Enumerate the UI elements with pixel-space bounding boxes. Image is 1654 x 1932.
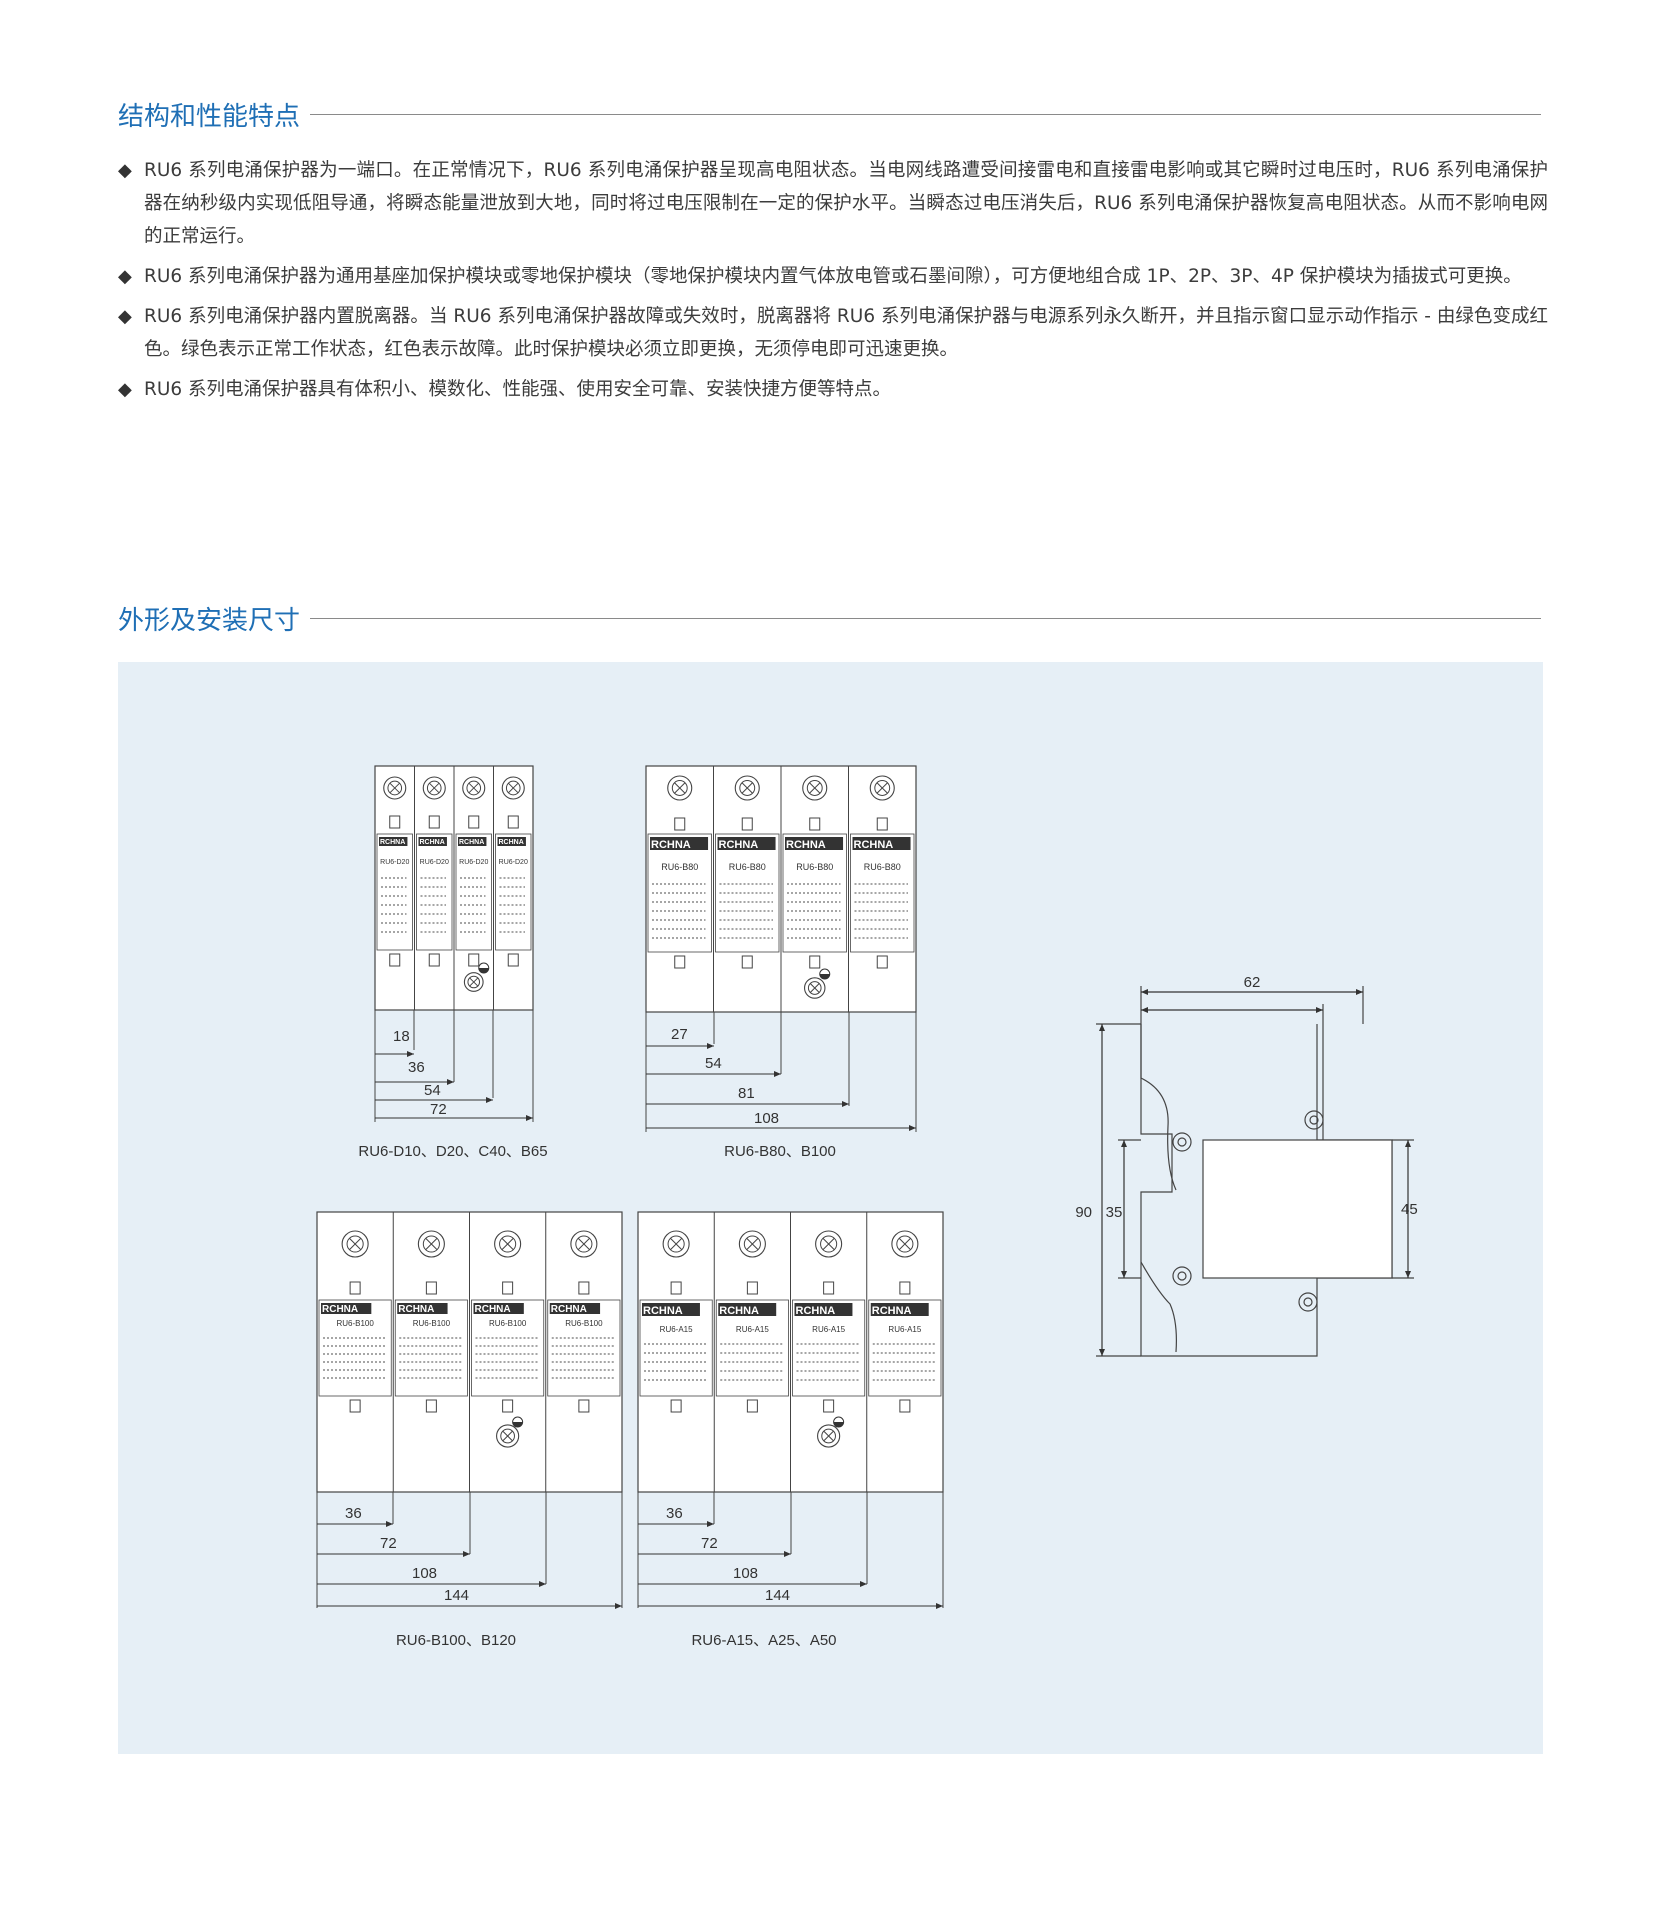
module: RCHNA RU6-B80 bbox=[848, 766, 915, 1012]
dim-label: 54 bbox=[705, 1055, 722, 1072]
dim-label: 72 bbox=[701, 1535, 718, 1552]
module: RCHNA RU6-A15 bbox=[713, 1212, 789, 1492]
svg-text:RCHNA: RCHNA bbox=[643, 1305, 683, 1317]
dim-label: 27 bbox=[671, 1026, 688, 1043]
dim-label: 36 bbox=[666, 1505, 683, 1522]
svg-text:RU6-B100: RU6-B100 bbox=[489, 1319, 527, 1328]
dim-label: 108 bbox=[412, 1565, 437, 1582]
diagram-caption: RU6-A15、A25、A50 bbox=[691, 1632, 836, 1649]
dim-label: 36 bbox=[408, 1059, 425, 1076]
dim-label: 54 bbox=[424, 1082, 441, 1099]
module: RCHNA RU6-A15 bbox=[866, 1212, 942, 1492]
feature-item: ◆ RU6 系列电涌保护器内置脱离器。当 RU6 系列电涌保护器故障或失效时，脱离… bbox=[118, 300, 1548, 366]
svg-text:RCHNA: RCHNA bbox=[459, 839, 484, 846]
module: RCHNA RU6-B100 bbox=[392, 1212, 468, 1492]
module: RCHNA RU6-B100 bbox=[318, 1230, 392, 1413]
diagram-caption: RU6-B80、B100 bbox=[724, 1143, 836, 1160]
diagram-ru6-b80: RCHNARU6-B80RCHNARU6-B80RCHNARU6-B80RCHN… bbox=[645, 765, 917, 1160]
dim-label: 35 bbox=[1106, 1204, 1123, 1221]
feature-text: RU6 系列电涌保护器为通用基座加保护模块或零地保护模块（零地保护模块内置气体放… bbox=[144, 266, 1522, 287]
diagram-ru6-a: RCHNARU6-A15RCHNARU6-A15RCHNARU6-A15RCHN… bbox=[637, 1211, 944, 1649]
svg-text:RU6-B100: RU6-B100 bbox=[413, 1319, 451, 1328]
module: RCHNA RU6-A15 bbox=[790, 1212, 866, 1492]
svg-text:RCHNA: RCHNA bbox=[499, 839, 524, 846]
svg-text:RU6-D20: RU6-D20 bbox=[420, 859, 449, 866]
module: RCHNA RU6-D20 bbox=[493, 766, 532, 1010]
dim-label: 36 bbox=[345, 1505, 362, 1522]
svg-text:RCHNA: RCHNA bbox=[475, 1304, 511, 1315]
feature-text: RU6 系列电涌保护器内置脱离器。当 RU6 系列电涌保护器故障或失效时，脱离器… bbox=[144, 306, 1548, 360]
svg-text:RCHNA: RCHNA bbox=[380, 839, 405, 846]
svg-text:RU6-A15: RU6-A15 bbox=[812, 1325, 845, 1334]
module: RCHNA RU6-B100 bbox=[545, 1212, 621, 1492]
module: RCHNA RU6-D20 bbox=[376, 776, 413, 967]
diagram-ru6-b100: RCHNARU6-B100RCHNARU6-B100RCHNARU6-B100R… bbox=[316, 1211, 623, 1649]
title-rule bbox=[310, 618, 1541, 619]
side-view-diagram bbox=[1096, 986, 1414, 1357]
diamond-bullet-icon: ◆ bbox=[118, 379, 132, 400]
section-title-text: 结构和性能特点 bbox=[118, 102, 301, 132]
svg-text:RCHNA: RCHNA bbox=[854, 839, 894, 851]
dim-label: 108 bbox=[754, 1110, 779, 1127]
dim-label: 144 bbox=[444, 1587, 469, 1604]
module: RCHNA RU6-B80 bbox=[780, 766, 847, 1012]
svg-text:RU6-B80: RU6-B80 bbox=[661, 862, 698, 872]
svg-text:RCHNA: RCHNA bbox=[651, 839, 691, 851]
feature-item: ◆ RU6 系列电涌保护器具有体积小、模数化、性能强、使用安全可靠、安装快捷方便等… bbox=[118, 373, 1548, 406]
module: RCHNA RU6-B100 bbox=[469, 1212, 545, 1492]
module: RCHNA RU6-A15 bbox=[639, 1230, 713, 1413]
dim-label: 90 bbox=[1075, 1204, 1092, 1221]
svg-text:RU6-B80: RU6-B80 bbox=[729, 862, 766, 872]
feature-text: RU6 系列电涌保护器具有体积小、模数化、性能强、使用安全可靠、安装快捷方便等特… bbox=[144, 379, 892, 400]
feature-text: RU6 系列电涌保护器为一端口。在正常情况下，RU6 系列电涌保护器呈现高电阻状… bbox=[144, 160, 1548, 247]
dim-label: 62 bbox=[1244, 974, 1261, 991]
dim-label: 72 bbox=[380, 1535, 397, 1552]
dim-label: 18 bbox=[393, 1028, 410, 1045]
svg-text:RU6-B100: RU6-B100 bbox=[565, 1319, 603, 1328]
section-title-features: 结构和性能特点 bbox=[118, 96, 1541, 133]
diamond-bullet-icon: ◆ bbox=[118, 160, 132, 181]
diamond-bullet-icon: ◆ bbox=[118, 266, 132, 287]
diagram-caption: RU6-D10、D20、C40、B65 bbox=[358, 1143, 547, 1160]
svg-text:RCHNA: RCHNA bbox=[872, 1305, 912, 1317]
module: RCHNA RU6-D20 bbox=[414, 766, 453, 1010]
svg-text:RCHNA: RCHNA bbox=[420, 839, 445, 846]
feature-item: ◆ RU6 系列电涌保护器为一端口。在正常情况下，RU6 系列电涌保护器呈现高电阻… bbox=[118, 154, 1548, 253]
module: RCHNA RU6-B80 bbox=[647, 775, 712, 969]
diamond-bullet-icon: ◆ bbox=[118, 306, 132, 327]
section-title-text: 外形及安装尺寸 bbox=[118, 606, 301, 636]
diagram-ru6-d: RCHNARU6-D20RCHNARU6-D20RCHNARU6-D20RCHN… bbox=[358, 765, 548, 1160]
svg-text:RCHNA: RCHNA bbox=[786, 839, 826, 851]
dim-label: 81 bbox=[738, 1085, 755, 1102]
svg-text:RU6-B80: RU6-B80 bbox=[796, 862, 833, 872]
module: RCHNA RU6-B80 bbox=[713, 766, 780, 1012]
svg-text:RU6-D20: RU6-D20 bbox=[380, 859, 409, 866]
dim-label: 108 bbox=[733, 1565, 758, 1582]
feature-list: ◆ RU6 系列电涌保护器为一端口。在正常情况下，RU6 系列电涌保护器呈现高电阻… bbox=[118, 154, 1548, 413]
svg-text:RCHNA: RCHNA bbox=[719, 839, 759, 851]
svg-text:RU6-D20: RU6-D20 bbox=[459, 859, 488, 866]
dimension-drawings: RCHNARU6-D20RCHNARU6-D20RCHNARU6-D20RCHN… bbox=[316, 765, 1418, 1649]
dim-label: 72 bbox=[430, 1101, 447, 1118]
svg-text:RU6-A15: RU6-A15 bbox=[888, 1325, 921, 1334]
dim-label: 45 bbox=[1401, 1201, 1418, 1218]
svg-text:RCHNA: RCHNA bbox=[322, 1304, 358, 1315]
svg-text:RCHNA: RCHNA bbox=[551, 1304, 587, 1315]
svg-text:RU6-A15: RU6-A15 bbox=[736, 1325, 769, 1334]
svg-text:RU6-A15: RU6-A15 bbox=[660, 1325, 693, 1334]
svg-text:RU6-D20: RU6-D20 bbox=[499, 859, 528, 866]
svg-text:RU6-B100: RU6-B100 bbox=[336, 1319, 374, 1328]
dim-label: 144 bbox=[765, 1587, 790, 1604]
section-title-dimensions: 外形及安装尺寸 bbox=[118, 600, 1541, 637]
diagram-caption: RU6-B100、B120 bbox=[396, 1632, 516, 1649]
svg-text:RCHNA: RCHNA bbox=[719, 1305, 759, 1317]
feature-item: ◆ RU6 系列电涌保护器为通用基座加保护模块或零地保护模块（零地保护模块内置气体… bbox=[118, 260, 1548, 293]
svg-text:RCHNA: RCHNA bbox=[796, 1305, 836, 1317]
title-rule bbox=[310, 114, 1541, 115]
svg-text:RU6-B80: RU6-B80 bbox=[864, 862, 901, 872]
module: RCHNA RU6-D20 bbox=[453, 766, 492, 1010]
svg-text:RCHNA: RCHNA bbox=[398, 1304, 434, 1315]
